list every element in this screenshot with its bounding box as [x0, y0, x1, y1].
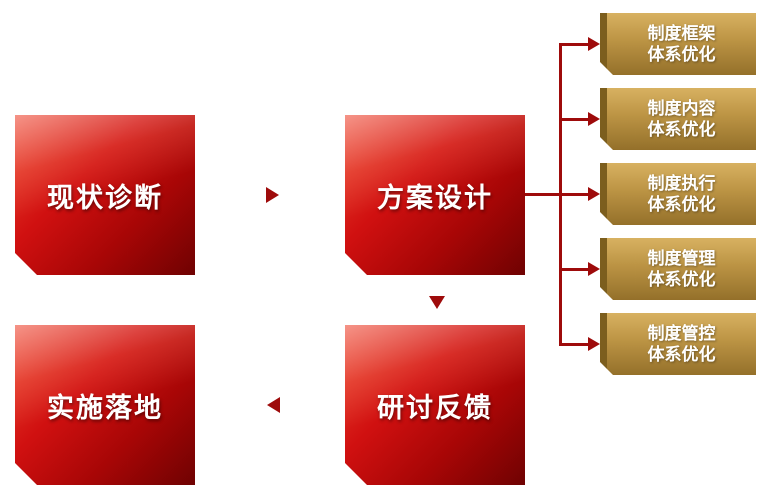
side-box-label-line1: 制度管理 — [647, 248, 716, 268]
side-box-framework-system: 制度框架 体系优化 — [600, 13, 756, 75]
box-discussion-feedback-label: 研讨反馈 — [377, 392, 493, 423]
side-box-content-system: 制度内容 体系优化 — [600, 88, 756, 150]
side-box-content-system-label: 制度内容 体系优化 — [648, 98, 716, 141]
box-solution-design: 方案设计 — [345, 115, 525, 275]
side-box-label-line2: 体系优化 — [647, 120, 716, 139]
box-solution-design-label: 方案设计 — [377, 182, 493, 213]
branch-arrowhead-icon — [588, 37, 600, 51]
side-box-label-line1: 制度框架 — [647, 23, 716, 43]
arrow-down-icon — [429, 296, 445, 309]
box-current-diagnosis-label: 现状诊断 — [47, 182, 163, 213]
connector-stem-line — [525, 193, 561, 196]
side-box-framework-system-label: 制度框架 体系优化 — [648, 23, 716, 66]
connector-branch-line — [560, 43, 588, 46]
arrow-left-icon — [267, 397, 280, 413]
branch-arrowhead-icon — [588, 337, 600, 351]
side-box-label-line1: 制度管控 — [647, 323, 716, 343]
side-box-execution-system: 制度执行 体系优化 — [600, 163, 756, 225]
connector-branch-line — [560, 268, 588, 271]
branch-arrowhead-icon — [588, 262, 600, 276]
box-implementation: 实施落地 — [15, 325, 195, 485]
box-discussion-feedback: 研讨反馈 — [345, 325, 525, 485]
side-box-management-system: 制度管理 体系优化 — [600, 238, 756, 300]
side-box-label-line1: 制度内容 — [647, 98, 716, 118]
side-box-management-system-label: 制度管理 体系优化 — [648, 248, 716, 291]
side-box-label-line2: 体系优化 — [647, 270, 716, 289]
box-current-diagnosis: 现状诊断 — [15, 115, 195, 275]
arrow-right-icon — [266, 187, 279, 203]
connector-branch-line — [560, 118, 588, 121]
branch-arrowhead-icon — [588, 112, 600, 126]
side-box-label-line1: 制度执行 — [647, 173, 716, 193]
side-box-control-system-label: 制度管控 体系优化 — [648, 323, 716, 366]
connector-branch-line — [560, 193, 588, 196]
connector-branch-line — [560, 343, 588, 346]
box-implementation-label: 实施落地 — [47, 392, 163, 423]
side-box-label-line2: 体系优化 — [647, 195, 716, 214]
side-box-label-line2: 体系优化 — [647, 45, 716, 64]
side-box-execution-system-label: 制度执行 体系优化 — [648, 173, 716, 216]
side-box-label-line2: 体系优化 — [647, 345, 716, 364]
side-box-control-system: 制度管控 体系优化 — [600, 313, 756, 375]
branch-arrowhead-icon — [588, 187, 600, 201]
